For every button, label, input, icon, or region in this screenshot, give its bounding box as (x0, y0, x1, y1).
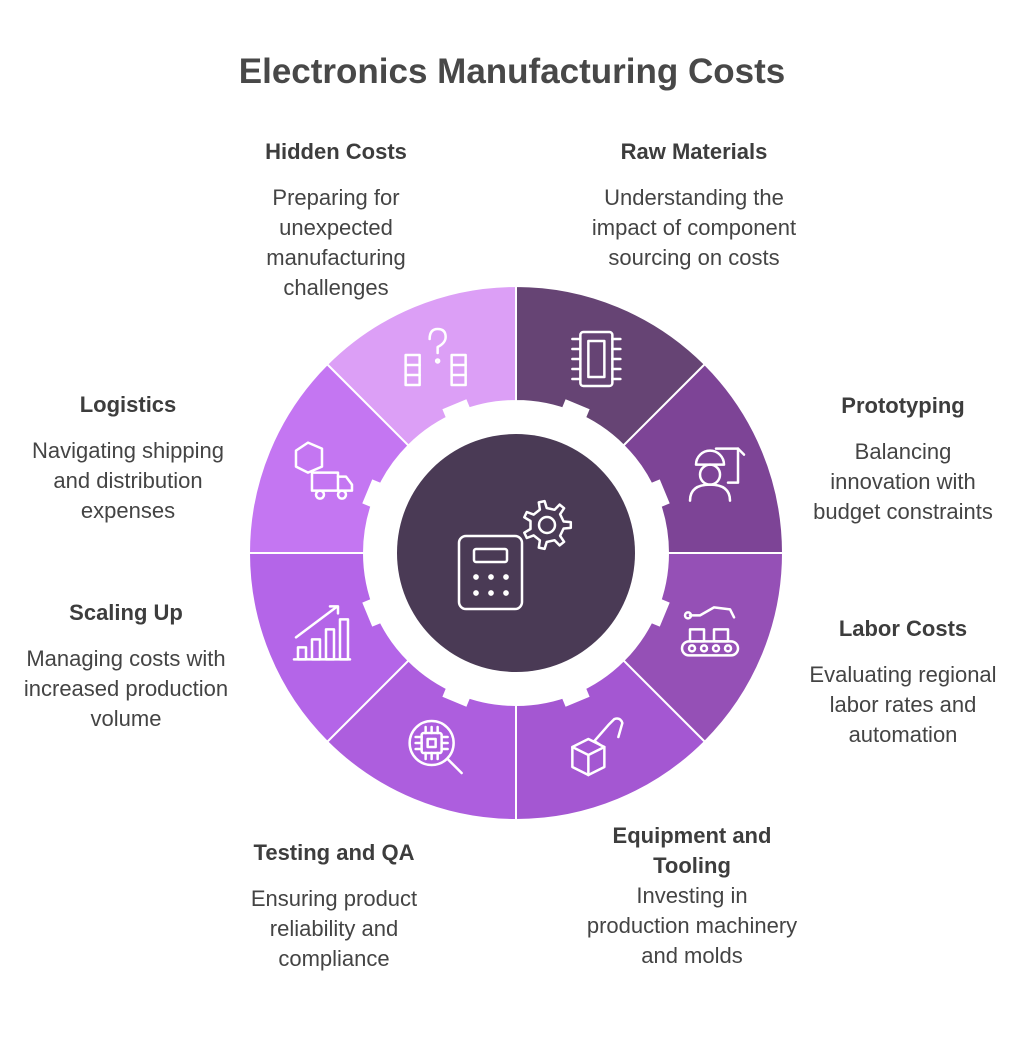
segment-notch (557, 399, 590, 430)
segment-heading: Logistics (79, 392, 177, 417)
segment-description: Navigating shipping and distribution exp… (31, 438, 225, 523)
chip-icon (571, 330, 622, 388)
page-title: Electronics Manufacturing Costs (238, 52, 786, 91)
segment-heading: Scaling Up (69, 600, 183, 625)
segment-description: Evaluating regional labor rates and auto… (809, 662, 997, 747)
segment-notch (639, 594, 670, 627)
box-tooling-icon (571, 717, 624, 777)
segment-notch (442, 399, 475, 430)
delivery-truck-icon (294, 441, 354, 500)
chip-magnifier-icon (408, 719, 463, 775)
segment-notch (442, 676, 475, 707)
segment-heading: Labor Costs (838, 616, 968, 641)
segment-notch (362, 594, 393, 627)
center-hub (397, 434, 635, 672)
segment-heading: Raw Materials (620, 139, 768, 164)
segment-heading: Equipment and Tooling (612, 823, 772, 878)
segment-notch (639, 479, 670, 512)
question-blocks-icon (404, 327, 467, 387)
segment-description: Balancing innovation with budget constra… (813, 439, 993, 524)
segment-description: Managing costs with increased production… (23, 646, 229, 731)
segment-description: Ensuring product reliability and complia… (250, 886, 418, 971)
segment-heading: Testing and QA (253, 840, 415, 865)
segment-heading: Prototyping (841, 393, 965, 418)
label-scaling-up: Scaling Up Managing costs with increased … (21, 598, 231, 734)
robot-arm-conveyor-icon (680, 606, 740, 657)
calculator-gear-icon (457, 499, 573, 611)
segment-notch (362, 479, 393, 512)
segment-description: Preparing for unexpected manufacturing c… (266, 185, 406, 300)
growth-chart-icon (292, 605, 352, 661)
segment-notch (557, 676, 590, 707)
label-testing-qa: Testing and QA Ensuring product reliabili… (219, 838, 449, 974)
segment-description: Investing in production machinery and mo… (586, 883, 798, 968)
segment-heading: Hidden Costs (265, 139, 407, 164)
segment-description: Understanding the impact of component so… (591, 185, 797, 270)
engineer-icon (688, 447, 746, 502)
